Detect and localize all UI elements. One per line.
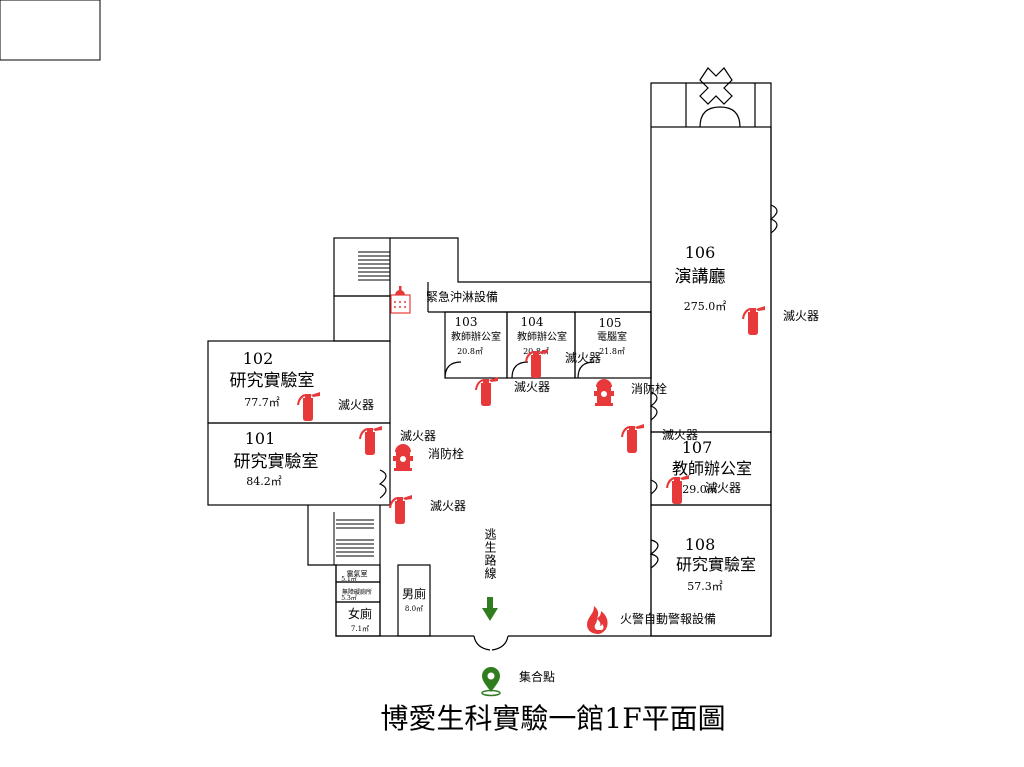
female-wc-area: 7.1㎡ bbox=[351, 625, 369, 633]
room-101-number: 101 bbox=[245, 429, 276, 448]
room-108-outline bbox=[650, 504, 772, 637]
accessible-wc-area: 5.3㎡ bbox=[341, 594, 357, 602]
fire-alarm-label: 火警自動警報設備 bbox=[620, 611, 716, 626]
room-108-name: 研究實驗室 bbox=[676, 555, 756, 574]
room-108-number: 108 bbox=[685, 535, 716, 554]
fire-hydrant-icon bbox=[393, 444, 413, 471]
room-107-area: 29.0㎡ bbox=[682, 483, 718, 496]
extinguisher-label: 滅火器 bbox=[662, 428, 698, 442]
room-107-number: 107 bbox=[682, 438, 713, 457]
accessible-wc-name: 無障礙廁所 bbox=[342, 588, 372, 596]
room-105-area: 21.8㎡ bbox=[599, 347, 625, 356]
room-101-area: 84.2㎡ bbox=[246, 475, 282, 488]
corner-box bbox=[0, 0, 101, 61]
arrow-down-icon bbox=[482, 597, 498, 621]
map-pin-icon bbox=[481, 667, 501, 697]
hydrant-label: 消防栓 bbox=[631, 381, 667, 396]
room-108-area: 57.3㎡ bbox=[687, 580, 723, 593]
safety-icons bbox=[297, 286, 766, 697]
room-104-name: 教師辦公室 bbox=[517, 330, 567, 343]
flame-icon bbox=[587, 606, 608, 634]
room-106-name: 演講廳 bbox=[675, 267, 726, 287]
male-wc-area: 8.0㎡ bbox=[405, 605, 423, 613]
fire-extinguisher-icon bbox=[359, 425, 383, 456]
stair-hatch bbox=[333, 251, 390, 565]
extinguisher-label: 滅火器 bbox=[430, 499, 466, 513]
female-wc-name: 女廁 bbox=[348, 606, 372, 621]
extinguisher-label: 滅火器 bbox=[338, 398, 374, 412]
room-101-outline bbox=[207, 422, 391, 506]
extinguisher-label: 滅火器 bbox=[514, 380, 550, 394]
room-105-name: 電腦室 bbox=[597, 330, 627, 343]
emergency-shower-label: 緊急沖淋設備 bbox=[426, 289, 498, 304]
escape-route-label: 逃生路線 bbox=[483, 528, 497, 580]
room-103-name: 教師辦公室 bbox=[451, 330, 501, 343]
assembly-point-label: 集合點 bbox=[519, 669, 555, 684]
extinguisher-label: 滅火器 bbox=[783, 309, 819, 323]
room-106-number: 106 bbox=[685, 243, 716, 262]
room-102-name: 研究實驗室 bbox=[230, 371, 315, 391]
extinguisher-label: 滅火器 bbox=[565, 351, 601, 365]
male-wc-outline bbox=[397, 564, 431, 637]
fire-hydrant-icon bbox=[594, 379, 614, 406]
fire-extinguisher-icon bbox=[742, 305, 766, 336]
room-103-number: 103 bbox=[455, 315, 478, 329]
room-102-area: 77.7㎡ bbox=[244, 396, 280, 409]
room-107-name: 教師辦公室 bbox=[672, 459, 752, 478]
female-wc-outline bbox=[335, 601, 381, 637]
walls bbox=[207, 67, 778, 651]
room-105-number: 105 bbox=[599, 316, 622, 330]
fire-extinguisher-icon bbox=[297, 391, 321, 422]
room-106-area: 275.0㎡ bbox=[684, 300, 727, 313]
emergency-shower-icon bbox=[390, 286, 411, 314]
fire-extinguisher-icon bbox=[525, 348, 549, 379]
fire-extinguisher-icon bbox=[389, 494, 413, 525]
room-101-name: 研究實驗室 bbox=[234, 452, 319, 472]
electric-room-area: 5.1㎡ bbox=[341, 575, 357, 583]
electric-room-name: 電氣室 bbox=[347, 569, 368, 578]
fire-extinguisher-icon bbox=[621, 423, 645, 454]
fire-extinguisher-icon bbox=[475, 376, 499, 407]
extinguisher-label: 滅火器 bbox=[705, 481, 741, 495]
room-102-number: 102 bbox=[243, 349, 274, 368]
page-title: 博愛生科實驗一館1F平面圖 bbox=[380, 702, 725, 735]
room-104-number: 104 bbox=[521, 315, 544, 329]
room-103-area: 20.8㎡ bbox=[457, 347, 483, 356]
extinguisher-label: 滅火器 bbox=[400, 429, 436, 443]
hydrant-label: 消防栓 bbox=[428, 446, 464, 461]
male-wc-name: 男廁 bbox=[402, 586, 426, 601]
